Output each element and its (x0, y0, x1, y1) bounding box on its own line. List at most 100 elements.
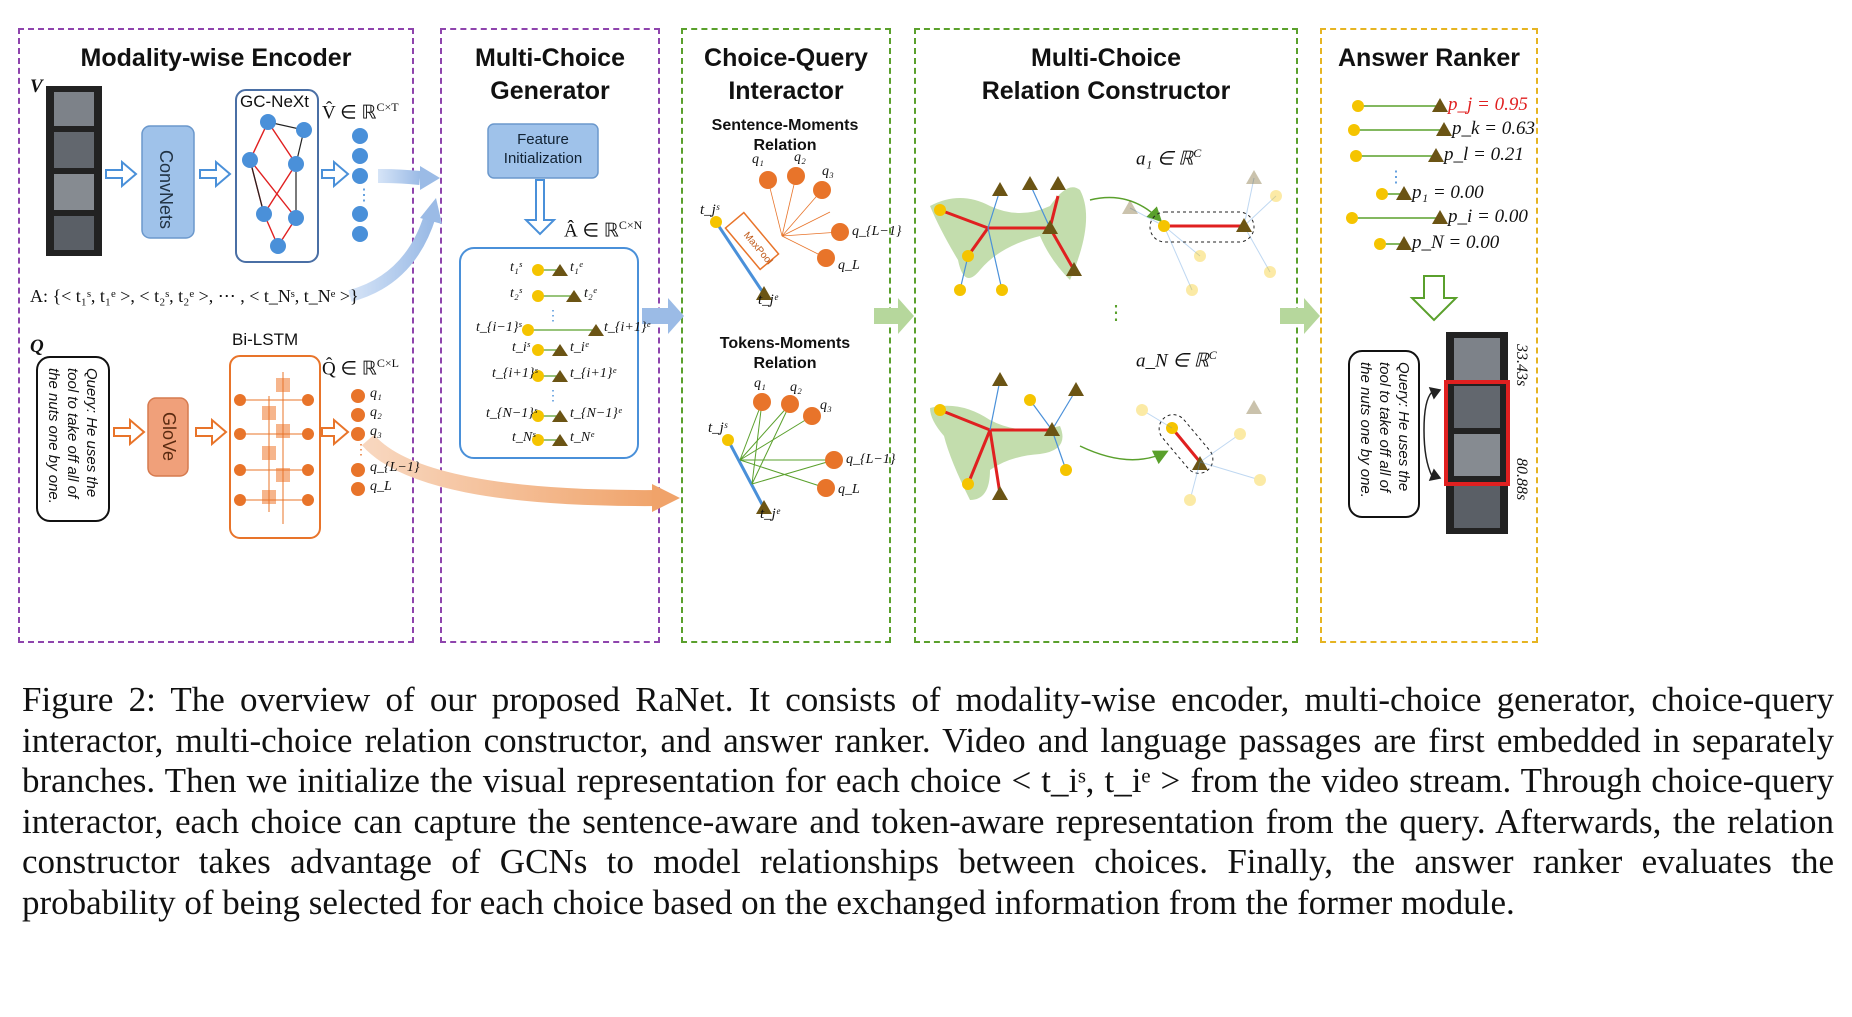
ranker-query-text: Query: He uses the tool to take off all … (1357, 362, 1412, 498)
choice-start: t₁ˢ (510, 260, 522, 275)
hollow-arrow (105, 159, 350, 189)
a-hat-label: Â ∈ ℝC×N (564, 218, 643, 242)
choice-start: t_{i−1}ˢ (476, 320, 522, 335)
svg-text:⋮: ⋮ (1388, 169, 1404, 186)
q-node-label: q_{L−1} (846, 452, 896, 467)
relation-graph-bottom (930, 372, 1266, 506)
aN-label: a_N ∈ ℝC (1136, 348, 1217, 372)
encoder-panel: Modality-wise Encoder (18, 28, 414, 643)
q-node-label: q_L (838, 482, 860, 497)
svg-text:⋮: ⋮ (546, 307, 560, 323)
q-token: q₁ (370, 386, 382, 401)
tj-end-label-2: t_jᵉ (760, 506, 780, 522)
tj-start-label: t_jˢ (700, 202, 719, 218)
q-token: q_L (370, 479, 392, 494)
feature-init-label: Feature Initialization (503, 131, 583, 167)
q-token: q₂ (370, 405, 382, 420)
choice-end: t_iᵉ (570, 340, 589, 355)
q-node-label: q₁ (754, 376, 766, 391)
gcnext-label: GC-NeXt (240, 92, 309, 111)
choice-start: t₂ˢ (510, 286, 522, 301)
query-box: Query: He uses the tool to take off all … (36, 356, 110, 522)
query-bracket (1423, 386, 1442, 482)
prob-label: p_l = 0.21 (1444, 144, 1524, 165)
bilstm-nodes (234, 394, 314, 506)
choice-start-nodes (522, 264, 544, 446)
tokens-moments-graph (722, 393, 843, 514)
choice-start: t_Nˢ (512, 430, 536, 445)
convnets-box (141, 125, 195, 239)
choice-end: t₁ᵉ (570, 260, 583, 275)
relation-title: Multi-Choice Relation Constructor (981, 44, 1231, 105)
q-node-label: q₃ (820, 398, 832, 413)
glove-label: GloVe (159, 412, 179, 462)
feature-init-box (487, 123, 599, 179)
sentence-moments-graph: MaxPool (710, 167, 849, 300)
q-node-label: q_L (838, 258, 860, 273)
q-node-label: q₃ (822, 164, 834, 179)
choice-end: t_{i+1}ᵉ (570, 366, 617, 381)
prob-label: p_j = 0.95 (1448, 94, 1528, 115)
svg-text:⋮: ⋮ (356, 187, 372, 204)
svg-text:⋮: ⋮ (546, 387, 560, 403)
blue-flow-arrow-curve (348, 214, 436, 302)
q-node-label: q₂ (794, 150, 806, 165)
v-hat-label: V̂ ∈ ℝC×T (322, 100, 399, 124)
choice-end: t_{N−1}ᵉ (570, 406, 622, 421)
time-end-label: 80.88s (1513, 458, 1530, 501)
q-label: Q (30, 336, 44, 357)
convnets-label: ConvNets (156, 150, 176, 230)
q-node-label: q_{L−1} (852, 224, 902, 239)
gcnext-box (235, 89, 319, 263)
choice-start: t_{i+1}ˢ (492, 366, 538, 381)
choice-start: t_iˢ (512, 340, 530, 355)
choices-box (459, 247, 639, 459)
ranker-title: Answer Ranker (1337, 44, 1521, 72)
q-node-label: q₁ (752, 152, 764, 167)
orange-flow-arrow (361, 434, 661, 507)
gcnext-nodes (242, 114, 312, 254)
relation-graph-top (930, 170, 1282, 296)
q-hat-column (351, 389, 365, 496)
a1-label: a₁ ∈ ℝC (1136, 146, 1202, 170)
prob-bars: ⋮ (1346, 98, 1452, 250)
hollow-arrow (113, 417, 350, 447)
result-filmstrip (1444, 332, 1510, 534)
ranker-panel: Answer Ranker (1320, 28, 1538, 643)
bilstm-label: Bi-LSTM (232, 330, 299, 349)
blue-flow-arrow (642, 298, 684, 334)
tj-start-label-2: t_jˢ (708, 420, 727, 436)
figure-caption: Figure 2: The overview of our proposed R… (22, 680, 1834, 922)
glove-box (147, 397, 189, 477)
green-flow-arrow (874, 298, 914, 334)
v-hat-column (352, 128, 368, 242)
prob-label: p₁ = 0.00 (1412, 182, 1484, 203)
tj-end-label: t_jᵉ (758, 292, 778, 308)
hollow-down-arrow (523, 179, 557, 236)
tokens-moments-label: Tokens-Moments Relation (719, 335, 851, 372)
q-hat-label: Q̂ ∈ ℝC×L (322, 356, 399, 380)
prob-label: p_i = 0.00 (1448, 206, 1528, 227)
relation-dots: ⋮ (1106, 302, 1126, 324)
encoder-title: Modality-wise Encoder (80, 44, 352, 72)
ranker-query-box: Query: He uses the tool to take off all … (1348, 350, 1420, 518)
green-flow-arrow (1280, 298, 1320, 334)
generator-panel: Multi-Choice Generator (440, 28, 660, 643)
q-token: q_{L−1} (370, 460, 420, 475)
query-text: Query: He uses the tool to take off all … (45, 368, 100, 504)
video-label: V (30, 76, 43, 97)
choice-end: t_{i+1}ᵉ (604, 320, 651, 335)
choice-end-triangles (552, 264, 604, 446)
generator-title: Multi-Choice Generator (475, 44, 625, 105)
prob-label: p_k = 0.63 (1452, 118, 1536, 139)
time-start-label: 33.43s (1513, 344, 1530, 387)
choice-start: t_{N−1}ˢ (486, 406, 537, 421)
interactor-panel: Choice-Query Interactor (681, 28, 891, 643)
interactor-title: Choice-Query Interactor (704, 44, 868, 105)
choice-end: t₂ᵉ (584, 286, 597, 301)
diagram-canvas: ⋮ (46, 86, 1510, 539)
sentence-moments-label: Sentence-Moments Relation (711, 117, 859, 154)
choice-end: t_Nᵉ (570, 430, 594, 445)
video-filmstrip (46, 86, 102, 256)
q-token: ⋮ (354, 443, 368, 458)
